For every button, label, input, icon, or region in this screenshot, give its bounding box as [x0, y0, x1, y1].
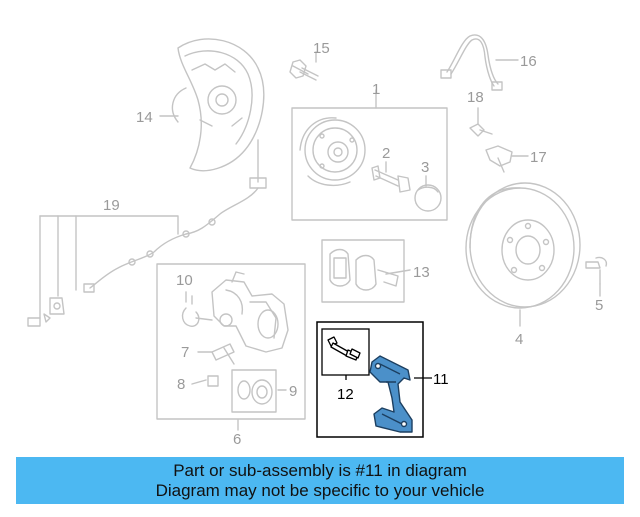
hub-bearing: [299, 117, 366, 187]
callout-9: 9: [289, 383, 297, 400]
leader-11: [345, 375, 432, 380]
callout-labels: 1 2 3 4 5 6 7 8 9 10 13 14 15 16 17 18 1…: [103, 40, 603, 448]
speed-sensor: [27, 139, 267, 327]
bleeder-screw: [469, 123, 493, 137]
callout-16: 16: [520, 53, 537, 70]
caliper-bolt: [211, 343, 235, 365]
callout-4: 4: [515, 331, 523, 348]
callout-19: 19: [103, 197, 120, 214]
caliper-box: [156, 263, 306, 420]
callout-2: 2: [382, 145, 390, 162]
guide-pin-bolts: [327, 336, 361, 361]
bolt-15: [289, 59, 319, 81]
banner-line-1: Part or sub-assembly is #11 in diagram: [173, 460, 467, 480]
caliper-bracket: [369, 355, 413, 433]
info-banner: Part or sub-assembly is #11 in diagram D…: [16, 457, 624, 504]
leader-lines: [159, 51, 601, 431]
callout-3: 3: [421, 159, 429, 176]
hub-box: [291, 107, 448, 221]
hub-cap: [414, 184, 442, 212]
callout-13: 13: [413, 264, 430, 281]
highlight-labels: 11 12: [337, 371, 449, 403]
seal-box: [231, 369, 277, 413]
callout-18: 18: [467, 89, 484, 106]
clip-17: [485, 145, 513, 173]
dust-cap: [207, 375, 219, 387]
brake-rotor: [465, 182, 581, 309]
piston-seal: [237, 379, 273, 405]
callout-1: 1: [372, 81, 380, 98]
callout-11: 11: [433, 371, 449, 388]
brake-caliper: [211, 271, 289, 353]
dust-shield: [171, 38, 265, 172]
callout-6: 6: [233, 431, 241, 448]
callout-7: 7: [181, 344, 189, 361]
callout-17: 17: [530, 149, 547, 166]
callout-5: 5: [595, 297, 603, 314]
callout-8: 8: [177, 376, 185, 393]
callout-14: 14: [136, 109, 153, 126]
rotor-screw: [585, 256, 608, 285]
spring-10: [181, 295, 213, 327]
banner-line-2: Diagram may not be specific to your vehi…: [155, 480, 485, 500]
callout-10: 10: [176, 272, 193, 289]
callout-12: 12: [337, 386, 354, 403]
callout-15: 15: [313, 40, 330, 57]
brake-hose: [440, 34, 503, 91]
brake-pads: [329, 248, 399, 291]
hub-bolt: [371, 165, 411, 193]
callout-19-bracket: [39, 215, 179, 319]
